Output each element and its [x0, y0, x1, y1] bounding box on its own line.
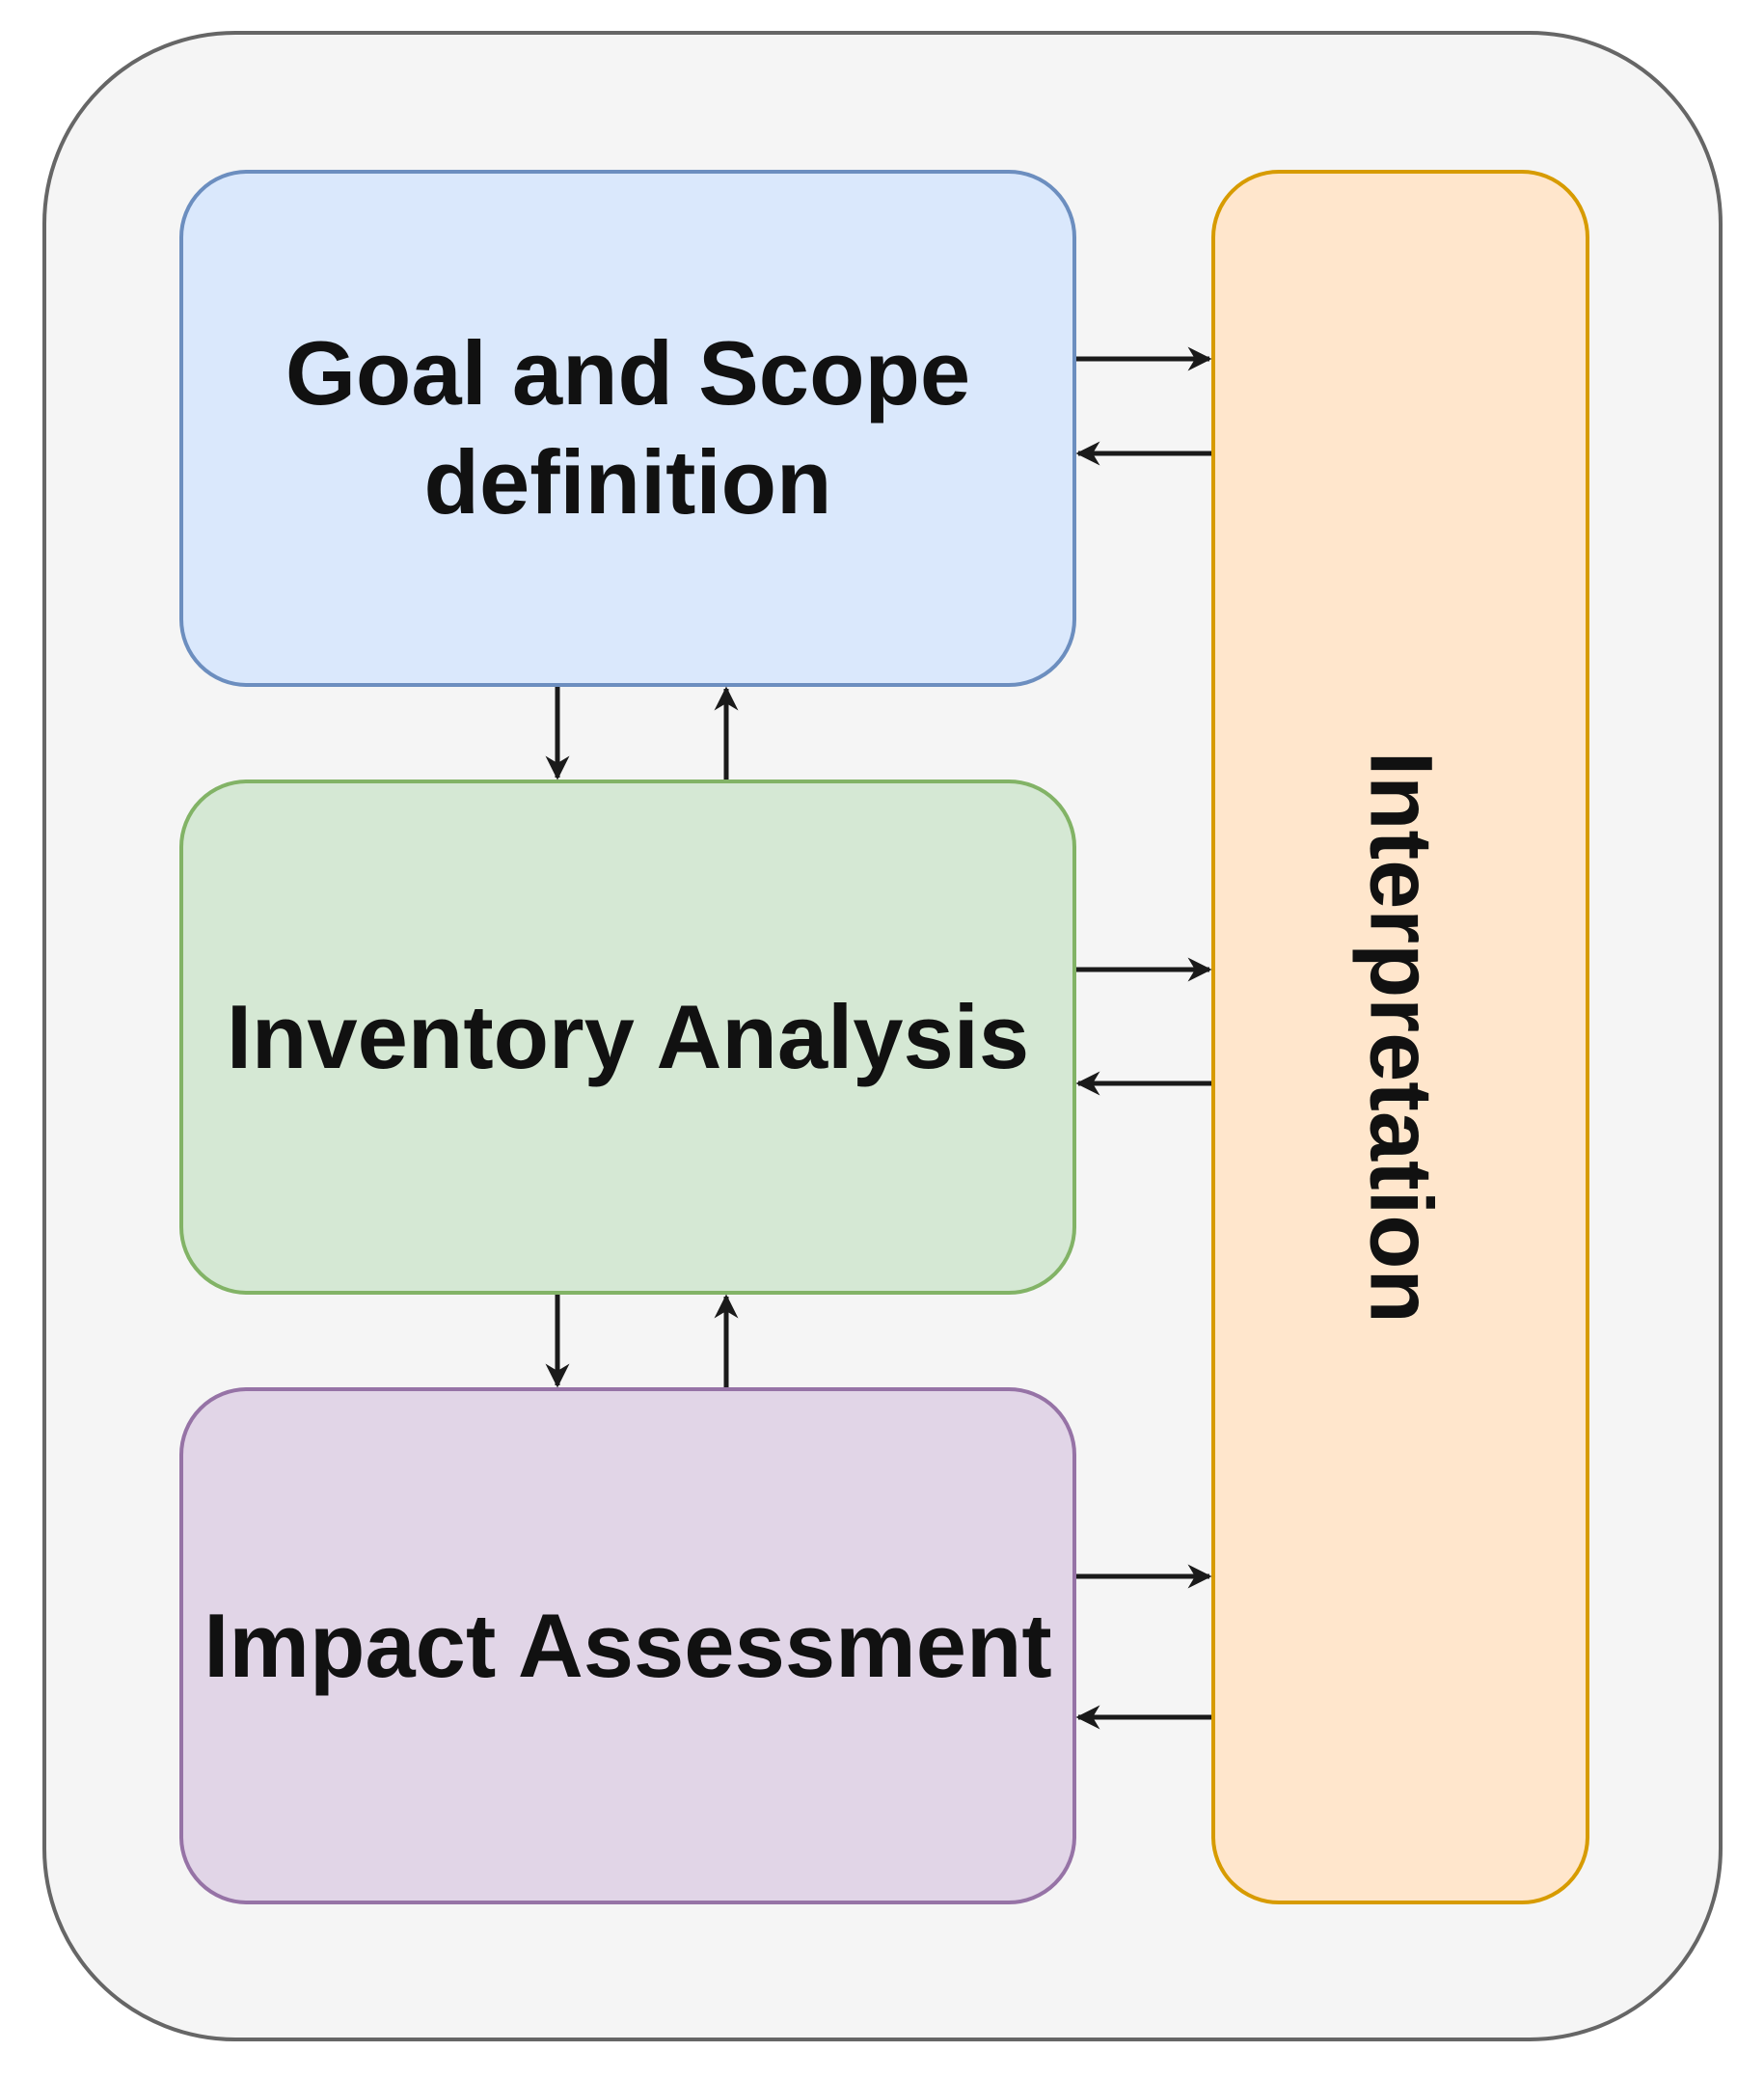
inventory-box-label: Inventory Analysis [226, 985, 1030, 1087]
impact-box-label: Impact Assessment [204, 1594, 1052, 1696]
goal-box-label-line2: definition [423, 431, 832, 533]
inventory-analysis-box: Inventory Analysis [179, 780, 1076, 1295]
goal-box-label-line1: Goal and Scope [285, 322, 971, 424]
interpretation-box-label: Interpretation [1351, 751, 1451, 1324]
goal-and-scope-box: Goal and Scope definition [179, 170, 1076, 687]
interpretation-box: Interpretation [1211, 170, 1589, 1904]
impact-assessment-box: Impact Assessment [179, 1387, 1076, 1904]
